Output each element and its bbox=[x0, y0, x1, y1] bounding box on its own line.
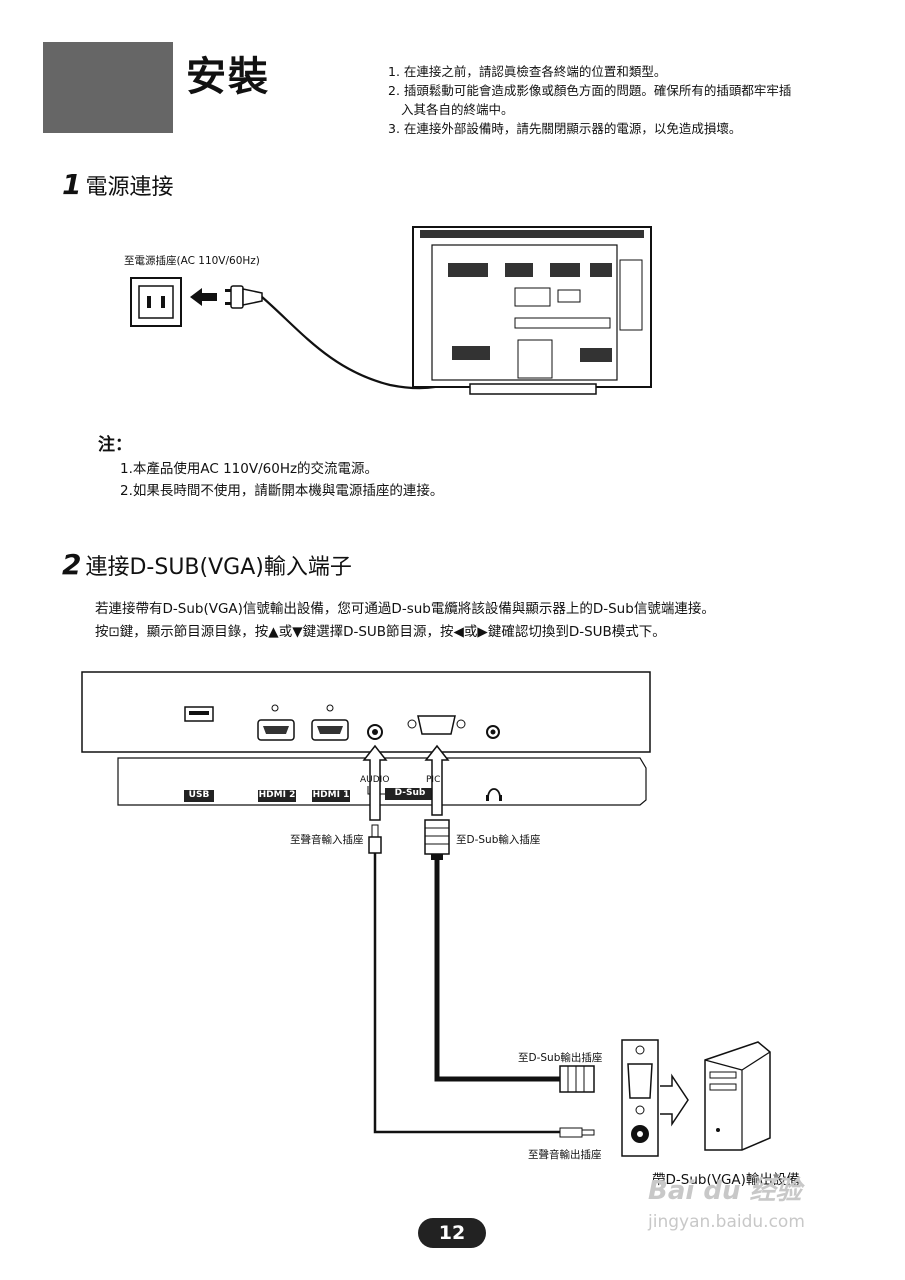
header-note: 入其各自的終端中。 bbox=[401, 102, 514, 117]
usb-label: USB bbox=[188, 790, 210, 800]
hdmi1-label: HDMI 1 bbox=[312, 790, 350, 800]
arrow-right-icon bbox=[660, 1073, 689, 1127]
headphone-jack-icon bbox=[486, 725, 500, 739]
vga-port-icon bbox=[407, 715, 466, 735]
vga-cable bbox=[434, 860, 560, 1082]
audio-port-label: AUDIO bbox=[360, 775, 390, 785]
arrow-left-icon bbox=[190, 288, 217, 306]
wall-outlet-icon bbox=[130, 277, 182, 327]
vga-plug-icon bbox=[424, 819, 450, 860]
hdmi2-label: HDMI 2 bbox=[258, 790, 296, 800]
audio-jack-icon bbox=[367, 724, 383, 740]
power-connection-diagram bbox=[130, 226, 652, 395]
power-plug-icon bbox=[225, 285, 263, 309]
section1-notes: 1.本產品使用AC 110V/60Hz的交流電源。 2.如果長時間不使用，請斷開… bbox=[120, 458, 443, 502]
note-line: 1.本產品使用AC 110V/60Hz的交流電源。 bbox=[120, 461, 379, 477]
device-label: 帶D-Sub(VGA)輸出設備 bbox=[652, 1172, 800, 1188]
section1-number: 1 bbox=[62, 168, 82, 201]
paragraph-line: 若連接帶有D-Sub(VGA)信號輸出設備，您可通過D-sub電纜將該設備與顯示… bbox=[95, 601, 715, 617]
page-number: 12 bbox=[418, 1218, 486, 1248]
header-notes: 1. 在連接之前，請認眞檢查各終端的位置和類型。 2. 插頭鬆動可能會造成影像或… bbox=[388, 62, 791, 138]
section1-title: 電源連接 bbox=[85, 175, 174, 200]
header-gray-block bbox=[43, 42, 173, 133]
note-heading: 注： bbox=[98, 435, 132, 455]
section2-title: 連接D-SUB(VGA)輸入端子 bbox=[85, 555, 352, 580]
dsub-connection-diagram bbox=[81, 671, 771, 1157]
section2-number: 2 bbox=[62, 548, 82, 581]
audio-out-label: 至聲音輸出插座 bbox=[528, 1149, 602, 1161]
paragraph-line: 按⊡鍵，顯示節目源目錄，按▲或▼鍵選擇D-SUB節目源，按◀或▶鍵確認切換到D-… bbox=[95, 624, 666, 640]
hdmi2-port-icon bbox=[257, 704, 295, 741]
vga-plug-icon bbox=[559, 1065, 595, 1093]
note-line: 2.如果長時間不使用，請斷開本機與電源插座的連接。 bbox=[120, 483, 444, 499]
device-port-panel bbox=[621, 1039, 659, 1157]
arrow-up-icon bbox=[424, 744, 450, 816]
audio-cable bbox=[373, 853, 560, 1134]
pic-port-label: PIC bbox=[426, 775, 441, 785]
header-note: 3. 在連接外部設備時，請先關閉顯示器的電源，以免造成損壞。 bbox=[388, 121, 742, 136]
baidu-watermark: Bai du 经验 bbox=[648, 1176, 802, 1206]
audio-in-label: 至聲音輸入插座 bbox=[290, 834, 364, 846]
arrow-up-icon bbox=[362, 744, 388, 821]
dsub-in-label: 至D-Sub輸入插座 bbox=[456, 834, 541, 846]
hdmi1-port-icon bbox=[311, 704, 349, 741]
usb-port-icon bbox=[184, 706, 214, 722]
audio-plug-icon bbox=[559, 1127, 595, 1138]
outlet-label: 至電源插座(AC 110V/60Hz) bbox=[124, 255, 260, 267]
audio-plug-icon bbox=[368, 824, 382, 854]
baidu-watermark-url: jingyan.baidu.com bbox=[648, 1212, 805, 1232]
tv-back-illustration bbox=[412, 226, 652, 395]
header-note: 2. 插頭鬆動可能會造成影像或顏色方面的問題。確保所有的插頭都牢牢插 bbox=[388, 83, 792, 98]
page-title: 安裝 bbox=[186, 54, 270, 100]
dsub-label: D-Sub bbox=[394, 788, 426, 798]
pc-tower-icon bbox=[704, 1041, 771, 1151]
monitor-rear-panel bbox=[81, 671, 651, 806]
header-note: 1. 在連接之前，請認眞檢查各終端的位置和類型。 bbox=[388, 64, 667, 79]
dsub-out-label: 至D-Sub輸出插座 bbox=[518, 1052, 603, 1064]
section2-paragraph: 若連接帶有D-Sub(VGA)信號輸出設備，您可通過D-sub電纜將該設備與顯示… bbox=[95, 598, 715, 644]
